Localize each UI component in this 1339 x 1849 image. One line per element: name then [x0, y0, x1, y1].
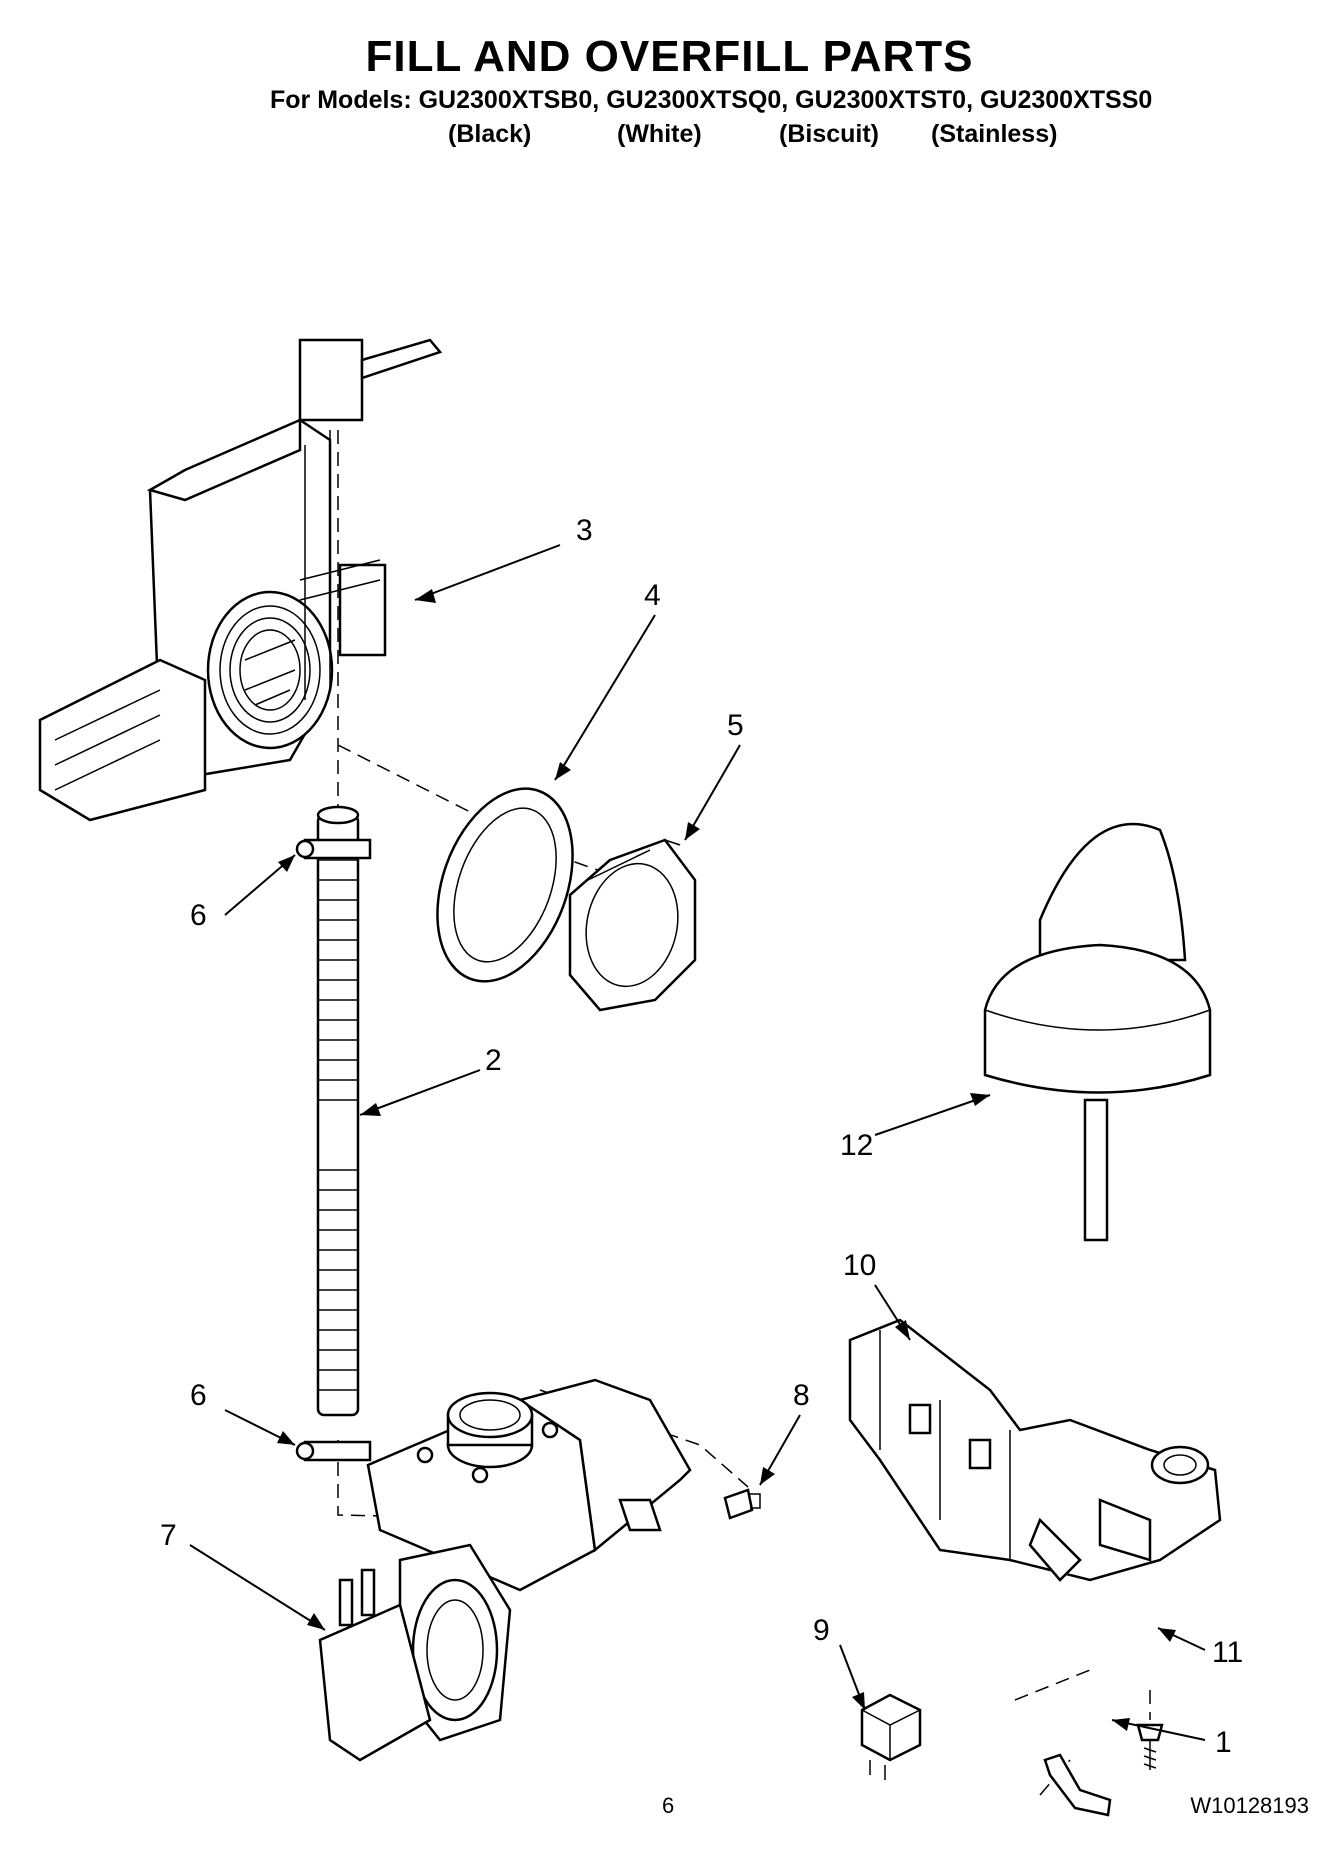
page-number: 6 — [662, 1793, 675, 1818]
nut-part — [568, 838, 697, 1012]
variant-stainless: (Stainless) — [931, 120, 1058, 148]
callout-11: 11 — [1212, 1636, 1243, 1669]
variant-biscuit: (Biscuit) — [779, 120, 879, 148]
callout-12: 12 — [840, 1129, 873, 1162]
fill-funnel-part — [38, 338, 443, 822]
screw-part-11 — [1136, 1723, 1164, 1770]
float-part — [983, 822, 1212, 1242]
callout-2: 2 — [485, 1044, 502, 1077]
callout-4: 4 — [644, 579, 661, 612]
lever-part — [1043, 1753, 1112, 1817]
callout-6-top: 6 — [190, 899, 207, 932]
gasket-part — [436, 787, 574, 983]
callout-10: 10 — [843, 1249, 876, 1282]
screw-part-8 — [723, 1488, 761, 1520]
fill-hose-part — [316, 805, 360, 1417]
callout-1: 1 — [1215, 1726, 1232, 1759]
switch-bracket-part — [848, 1318, 1222, 1582]
callout-3: 3 — [576, 514, 593, 547]
leader-lines — [189, 544, 1206, 1741]
hose-clamp-top — [295, 838, 372, 860]
callout-9: 9 — [813, 1614, 830, 1647]
water-valve-part — [318, 1378, 692, 1762]
callout-5: 5 — [727, 709, 744, 742]
hose-clamp-bottom — [295, 1440, 372, 1462]
variant-black: (Black) — [448, 120, 532, 148]
variant-white: (White) — [617, 120, 702, 148]
callout-6-bottom: 6 — [190, 1379, 207, 1412]
models-line: For Models: GU2300XTSB0, GU2300XTSQ0, GU… — [270, 86, 1153, 114]
callout-8: 8 — [793, 1379, 810, 1412]
page-title: FILL AND OVERFILL PARTS — [365, 32, 974, 81]
document-code: W10128193 — [1190, 1793, 1309, 1818]
micro-switch-part — [860, 1693, 922, 1780]
callout-numbers: 3 4 5 6 2 12 10 6 8 7 9 11 1 — [160, 514, 1243, 1759]
callout-7: 7 — [160, 1519, 177, 1552]
